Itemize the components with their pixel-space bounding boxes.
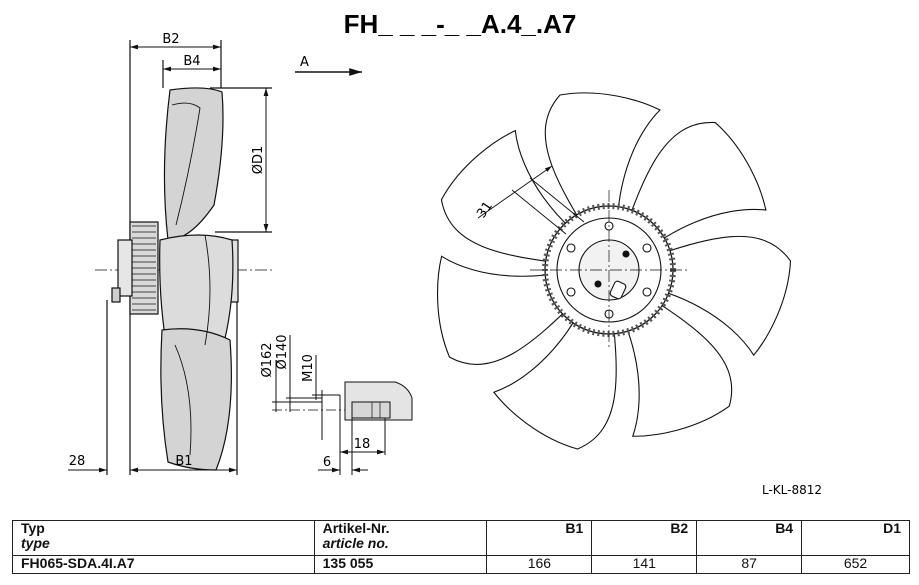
- header-b1: B1: [486, 520, 593, 556]
- dim-d1-label: ØD1: [251, 146, 266, 175]
- view-arrow-label: A: [300, 55, 309, 70]
- fan-technical-drawing: FH_ _ _-_ _A.4_.A7 A: [68, 9, 822, 497]
- header-typ-de: Typ: [21, 520, 45, 536]
- dim-d140-label: Ø140: [275, 334, 290, 369]
- hub-detail: [272, 335, 413, 475]
- cell-d1: 652: [801, 555, 910, 574]
- spec-table: Typ type Artikel-Nr. article no. B1 B2 B…: [12, 520, 910, 574]
- header-d1: D1: [801, 520, 910, 556]
- view-arrow-a: A: [295, 55, 362, 76]
- header-typ: Typ type: [12, 520, 315, 556]
- drawing-code: L-KL-8812: [762, 483, 822, 497]
- dim-b2-label: B2: [162, 32, 179, 47]
- spec-table-header: Typ type Artikel-Nr. article no. B1 B2 B…: [12, 520, 910, 556]
- cell-b4: 87: [696, 555, 803, 574]
- header-artikel-en: article no.: [322, 535, 389, 551]
- dim-d162-label: Ø162: [260, 342, 275, 377]
- dim-6-label: 6: [323, 455, 331, 470]
- side-view-dimensions: [68, 44, 269, 473]
- drawing-title: FH_ _ _-_ _A.4_.A7: [344, 9, 577, 39]
- dim-m10-label: M10: [301, 354, 316, 382]
- cell-typ: FH065-SDA.4I.A7: [12, 555, 315, 574]
- front-view: [437, 92, 792, 450]
- side-view: [95, 40, 275, 475]
- cell-artikel: 135 055: [313, 555, 488, 574]
- cell-b2: 141: [591, 555, 698, 574]
- header-b2: B2: [591, 520, 698, 556]
- dim-28-label: 28: [69, 454, 86, 469]
- dim-18-label: 18: [354, 437, 371, 452]
- table-row: FH065-SDA.4I.A7 135 055 166 141 87 652: [12, 555, 910, 574]
- header-artikel: Artikel-Nr. article no.: [313, 520, 488, 556]
- header-typ-en: type: [21, 535, 50, 551]
- dim-b4-label: B4: [183, 54, 200, 69]
- header-b4: B4: [696, 520, 803, 556]
- dim-b1-label: B1: [175, 454, 192, 469]
- cell-b1: 166: [486, 555, 593, 574]
- header-artikel-de: Artikel-Nr.: [322, 520, 390, 536]
